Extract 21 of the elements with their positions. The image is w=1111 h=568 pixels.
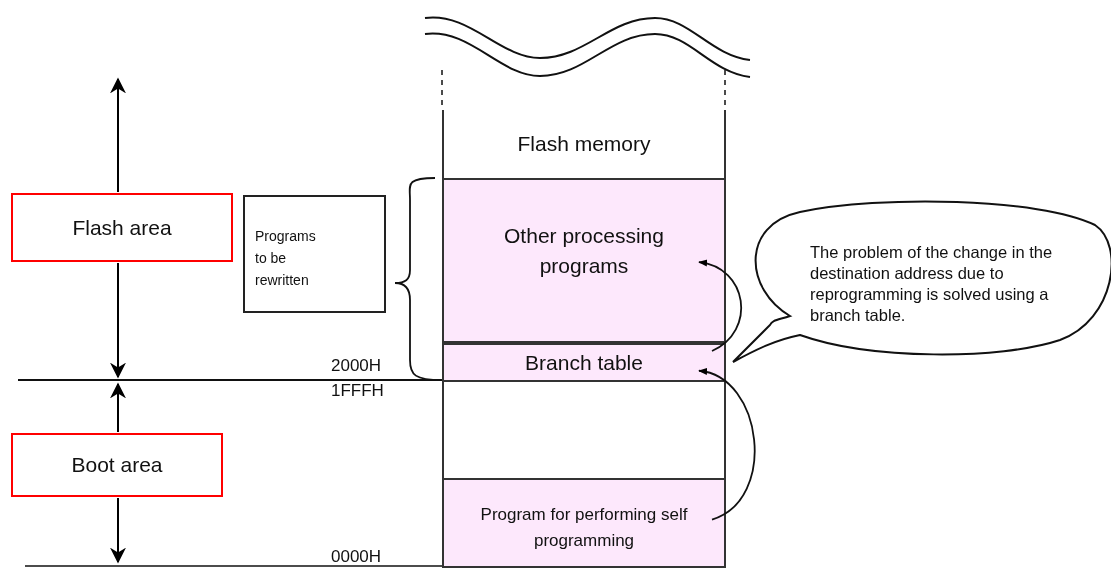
address-label: 0000H	[331, 548, 382, 566]
memory-column	[442, 110, 726, 568]
region-label: Branch table	[524, 349, 644, 376]
region-label: Program for performing self programming	[479, 504, 689, 552]
note-text: Programs to be rewritten	[255, 227, 317, 290]
region-label: Other processing programs	[503, 222, 665, 279]
memory-region	[442, 380, 726, 480]
memory-region	[442, 480, 726, 568]
note-text: Flash area	[72, 215, 172, 240]
note-text: Boot area	[71, 453, 163, 477]
area-box	[11, 193, 233, 262]
curved-arrow	[698, 369, 756, 521]
address-label: 1FFFH	[331, 382, 384, 400]
note-text: The problem of the change in the destination address due to reprogramming is solved using a branch table.	[810, 242, 1054, 326]
curved-arrow	[698, 260, 742, 352]
area-box	[11, 433, 223, 497]
address-label: 2000H	[331, 357, 382, 375]
memory-region	[442, 343, 726, 380]
column-heading: Flash memory	[516, 132, 652, 156]
note-box	[243, 195, 386, 313]
memory-region	[442, 178, 726, 343]
